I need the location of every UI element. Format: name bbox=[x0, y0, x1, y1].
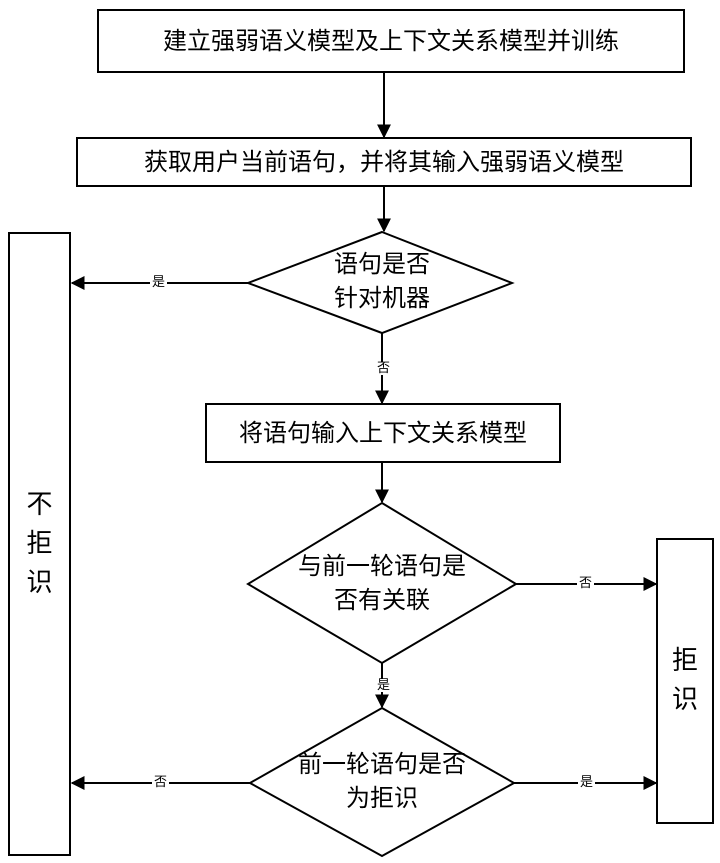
decision-for-machine-text: 语句是否 针对机器 bbox=[282, 248, 482, 315]
decision-previous-rejected-line-1: 前一轮语句是否 bbox=[298, 750, 466, 778]
edge-label-previous-rejected-yes: 是 bbox=[578, 775, 596, 790]
step-build-model: 建立强弱语义模型及上下文关系模型并训练 bbox=[97, 9, 685, 73]
edge-label-related-yes: 是 bbox=[375, 678, 393, 693]
decision-for-machine-line-2: 针对机器 bbox=[334, 283, 430, 312]
step-input-context-text: 将语句输入上下文关系模型 bbox=[239, 419, 527, 447]
outcome-reject-char-2: 识 bbox=[671, 685, 698, 715]
edge-label-for-machine-no: 否 bbox=[375, 361, 393, 376]
edge-label-previous-rejected-no: 否 bbox=[152, 775, 170, 790]
decision-related-previous-line-1: 与前一轮语句是 bbox=[298, 552, 466, 580]
outcome-not-reject: 不 拒 识 bbox=[8, 232, 71, 856]
outcome-not-reject-char-2: 拒 bbox=[26, 528, 53, 559]
decision-diamond-previous-rejected bbox=[247, 706, 517, 858]
edge-label-for-machine-yes: 是 bbox=[150, 275, 168, 290]
step-input-context: 将语句输入上下文关系模型 bbox=[205, 403, 561, 463]
step-build-model-text: 建立强弱语义模型及上下文关系模型并训练 bbox=[163, 27, 619, 55]
decision-previous-rejected-text: 前一轮语句是否 为拒识 bbox=[272, 748, 492, 815]
step-get-sentence-text: 获取用户当前语句，并将其输入强弱语义模型 bbox=[144, 148, 624, 176]
outcome-not-reject-char-1: 不 bbox=[26, 489, 53, 520]
outcome-reject-char-1: 拒 bbox=[671, 646, 698, 676]
edge-label-related-no: 否 bbox=[577, 576, 595, 591]
decision-related-previous-line-2: 否有关联 bbox=[334, 585, 430, 614]
decision-previous-rejected-line-2: 为拒识 bbox=[346, 783, 418, 812]
decision-related-previous-text: 与前一轮语句是 否有关联 bbox=[262, 550, 502, 617]
outcome-reject: 拒 识 bbox=[656, 538, 714, 824]
decision-for-machine-line-1: 语句是否 bbox=[334, 250, 430, 278]
step-get-sentence: 获取用户当前语句，并将其输入强弱语义模型 bbox=[76, 137, 692, 187]
outcome-not-reject-char-3: 识 bbox=[26, 567, 53, 598]
